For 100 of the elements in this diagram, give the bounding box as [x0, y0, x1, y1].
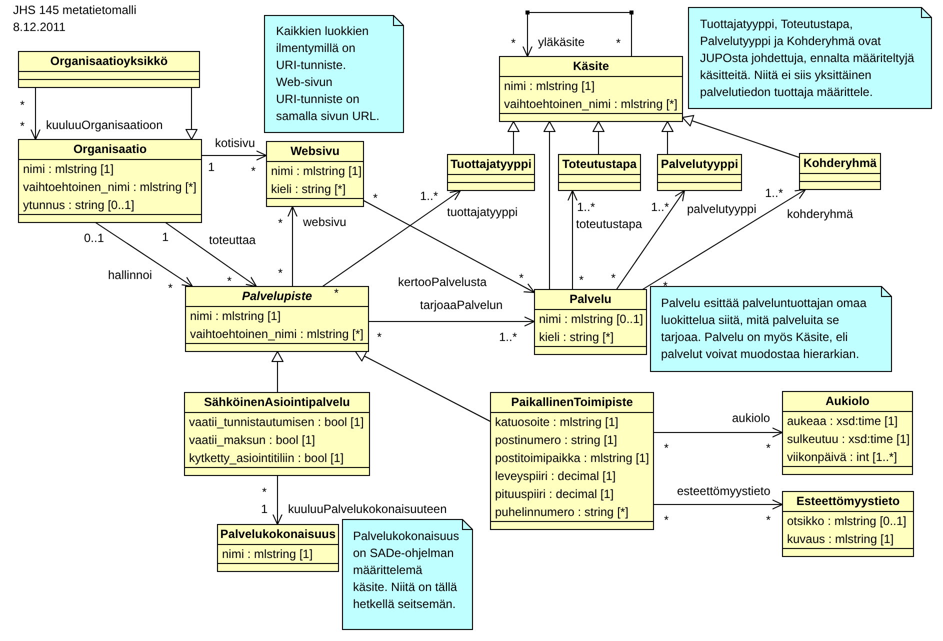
diagram-title: JHS 145 metatietomalli [13, 3, 136, 17]
note [342, 519, 473, 630]
attribute: vaihtoehtoinen_nimi : mlstring [*] [23, 179, 196, 196]
class-name: Organisaatio [73, 142, 147, 156]
association-arrow [288, 206, 298, 287]
multiplicity-label: * [168, 281, 173, 295]
attribute: sulkeutuu : xsd:time [1] [787, 431, 910, 448]
attribute: ytunnus : string [0..1] [23, 197, 134, 214]
attribute: kieli : string [*] [271, 181, 346, 198]
multiplicity-label: 1..* [499, 330, 518, 344]
attribute: nimi : mlstring [1] [504, 78, 595, 95]
association-arrow [363, 200, 535, 293]
attribute: katuosoite : mlstring [1] [495, 414, 618, 431]
class-box [185, 286, 369, 352]
class-box [490, 392, 654, 530]
class-name: Tuottajatyyppi [450, 157, 532, 171]
attribute: kytketty_asiointitiliin : bool [1] [189, 450, 344, 467]
association-arrow [322, 190, 461, 287]
multiplicity-label: 1..* [765, 186, 784, 200]
class-name: Palvelukokonaisuus [220, 527, 336, 541]
attribute: vaihtoehtoinen_nimi : mlstring [*] [504, 96, 678, 113]
attribute: nimi : mlstring [1] [222, 546, 313, 563]
multiplicity-label: * [20, 119, 25, 133]
class-name: Organisaatioyksikkö [50, 54, 168, 68]
association-arrow [165, 222, 257, 287]
multiplicity-label: * [611, 271, 616, 285]
class-box [782, 491, 914, 557]
note-text: Palvelukokonaisuus on SADe-ohjelman määrittelemä käsite. Niitä on tällä hetkellä seitsemän. [353, 528, 458, 613]
attribute: nimi : mlstring [0..1] [539, 311, 644, 328]
class-box [782, 391, 913, 475]
edge-label: toteutustapa [576, 217, 642, 231]
attribute: kieli : string [*] [539, 329, 614, 346]
class-name: PaikallinenToimipiste [511, 395, 633, 409]
note-text: Kaikkien luokkien ilmentymillä on URI-tunniste. Web-sivun URI-tunniste on samalla sivun URL. [276, 23, 380, 125]
association-arrow [568, 190, 578, 290]
association-arrow [368, 316, 535, 326]
multiplicity-label: 1 [208, 160, 215, 174]
association-arrow [653, 428, 783, 438]
note-text: Tuottajatyyppi, Toteutustapa, Palvelutyyppi ja Kohderyhmä ovat JUPOsta johdettuja, ennalta määriteltyjä käsitteitä. Niitä ei siis yksittäinen palvelutiedon tuottaja määrittele. [700, 16, 916, 101]
multiplicity-label: * [377, 330, 382, 344]
edge-label: tuottajatyyppi [447, 205, 518, 219]
class-name: Websivu [290, 144, 340, 158]
class-box [657, 154, 742, 191]
multiplicity-label: * [766, 513, 771, 527]
attribute: puhelinnumero : string [*] [495, 504, 628, 521]
multiplicity-label: * [616, 36, 621, 50]
attribute: viikonpäivä : int [1..*] [787, 449, 898, 466]
multiplicity-label: * [251, 164, 256, 178]
edge-label: palvelutyyppi [687, 202, 756, 216]
note [650, 286, 892, 372]
multiplicity-label: * [519, 271, 524, 285]
multiplicity-label: * [278, 266, 283, 280]
class-box [217, 524, 339, 572]
attribute: leveyspiiri : decimal [1] [495, 468, 616, 485]
date-label: 8.12.2011 [13, 20, 66, 34]
attribute: aukeaa : xsd:time [1] [787, 413, 898, 430]
attribute: nimi : mlstring [1] [23, 161, 114, 178]
multiplicity-label: * [664, 513, 669, 527]
association-arrow [642, 189, 806, 290]
attribute: nimi : mlstring [1] [190, 308, 281, 325]
edge-label: aukiolo [732, 411, 770, 425]
attribute: kuvaus : mlstring [1] [787, 531, 894, 548]
multiplicity-label: * [511, 36, 516, 50]
edge-label: hallinnoi [108, 268, 152, 282]
generalization-arrow [355, 350, 491, 422]
edge-label: tarjoaaPalvelun [420, 298, 503, 312]
attribute: pituuspiiri : decimal [1] [495, 486, 614, 503]
class-name: Palvelupiste [242, 289, 312, 303]
edge-label: kuuluuPalvelukokonaisuuteen [288, 502, 447, 516]
note [688, 7, 932, 109]
class-box [266, 141, 364, 207]
edge-label: esteettömyystieto [677, 484, 770, 498]
class-name: Palvelutyyppi [660, 157, 738, 171]
association-arrow [201, 150, 267, 160]
class-box [447, 154, 535, 191]
multiplicity-label: * [262, 485, 267, 499]
multiplicity-label: * [20, 98, 25, 112]
edge-label: toteuttaa [209, 233, 256, 247]
class-name: Toteutustapa [562, 157, 637, 171]
class-box [558, 154, 641, 191]
class-box [184, 392, 370, 476]
edge-label: kohderyhmä [787, 207, 854, 221]
association-arrow [30, 87, 40, 140]
edge-label: kuuluuOrganisaatioon [46, 118, 163, 132]
generalization-arrow [272, 351, 284, 393]
multiplicity-label: * [373, 191, 378, 205]
class-name: Palvelu [569, 292, 612, 306]
association-arrow [272, 475, 282, 525]
multiplicity-label: 0..1 [84, 231, 104, 245]
class-name: Aukiolo [826, 394, 870, 408]
class-box [799, 153, 881, 190]
class-box [499, 56, 683, 122]
attribute: vaihtoehtoinen_nimi : mlstring [*] [190, 326, 364, 343]
multiplicity-label: * [766, 441, 771, 455]
class-box [18, 51, 200, 88]
multiplicity-label: * [663, 279, 668, 293]
association-arrow [653, 500, 783, 510]
multiplicity-label: * [334, 286, 339, 300]
edge-label: kertooPalvelusta [398, 275, 487, 289]
generalization-arrow [508, 121, 520, 155]
